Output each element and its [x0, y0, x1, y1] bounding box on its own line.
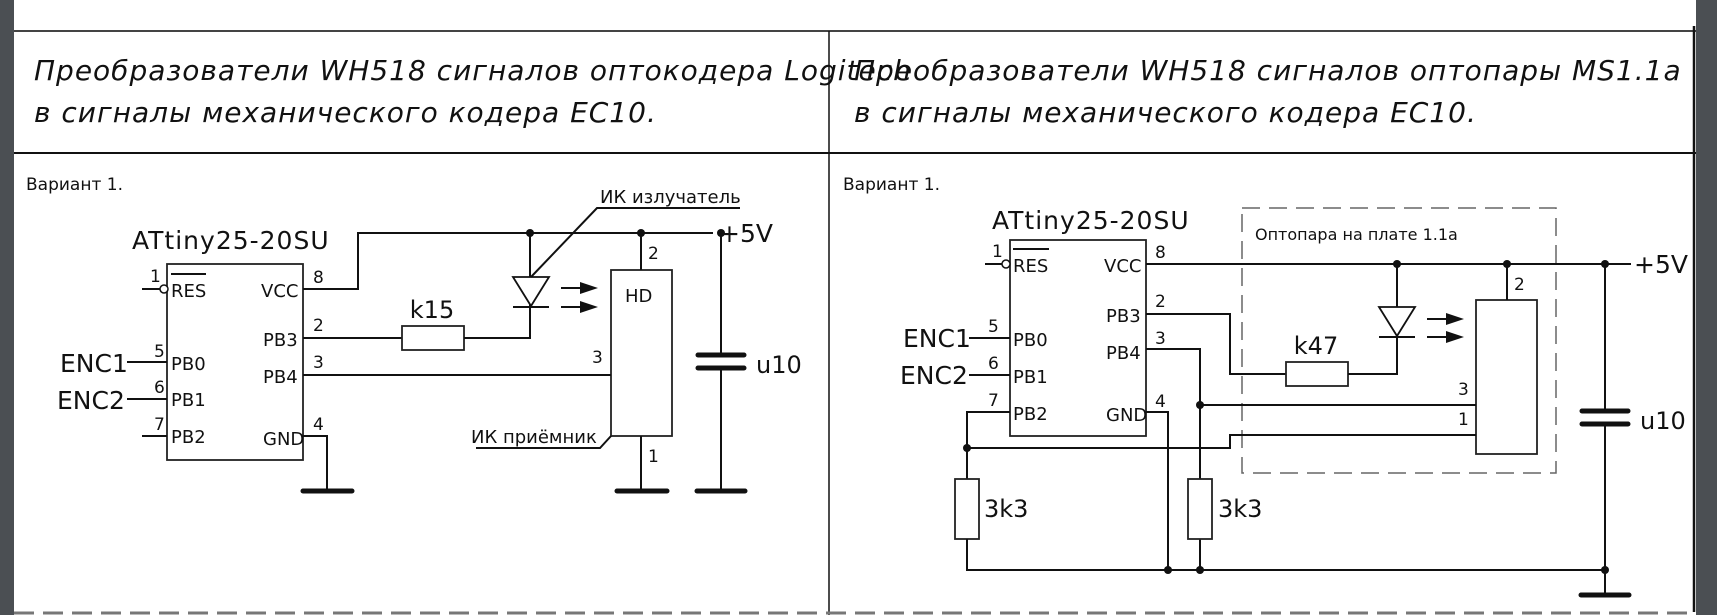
pin-label-vcc: VCC — [261, 281, 298, 302]
pin-number: 3 — [592, 348, 603, 368]
resistor-k47 — [1285, 361, 1349, 387]
pin-number: 3 — [1458, 380, 1469, 400]
pin-number: 4 — [1155, 392, 1166, 412]
pin-number: 4 — [313, 415, 324, 435]
pin-number: 6 — [988, 354, 999, 374]
optocoupler-board-outline — [1241, 207, 1557, 474]
pin-number: 6 — [154, 378, 165, 398]
pin-label-pb1: PB1 — [171, 390, 206, 411]
left-title-line1: Преобразователи WH518 сигналов оптокодер… — [34, 54, 912, 87]
resistor-value: 3k3 — [1218, 495, 1262, 523]
pin-number: 1 — [150, 267, 161, 287]
pin-number: 1 — [992, 242, 1003, 262]
capacitor-value: u10 — [1640, 407, 1686, 435]
pin-label-gnd: GND — [1106, 405, 1147, 426]
resistor-value: k47 — [1294, 332, 1338, 360]
signal-enc2: ENC2 — [900, 361, 968, 390]
left-chip-name: ATtiny25-20SU — [132, 226, 330, 255]
pin-label-pb0: PB0 — [171, 354, 206, 375]
resistor-value: k15 — [410, 296, 454, 324]
pin-label-pb4: PB4 — [1106, 343, 1141, 364]
pin-number: 8 — [1155, 243, 1166, 263]
pin-number: 3 — [313, 353, 324, 373]
pin-number: 2 — [313, 316, 324, 336]
right-chip-name: ATtiny25-20SU — [992, 206, 1190, 235]
left-mcu-chip — [166, 263, 304, 461]
left-schematic: Вариант 1. ATtiny25-20SU RES 1 PB0 5 PB1… — [26, 175, 802, 494]
right-supply-label: +5V — [1634, 250, 1688, 279]
pin-label-pb2: PB2 — [1013, 404, 1048, 425]
pin-label-pb2: PB2 — [171, 427, 206, 448]
pin-label-pb3: PB3 — [1106, 306, 1141, 327]
right-title-line2: в сигналы механического кодера EC10. — [854, 96, 1477, 129]
pin-label-gnd: GND — [263, 429, 304, 450]
pin-number: 7 — [154, 415, 165, 435]
pin-label-pb0: PB0 — [1013, 330, 1048, 351]
optocoupler-led — [1377, 306, 1417, 338]
pin-label-pb1: PB1 — [1013, 367, 1048, 388]
pin-label-vcc: VCC — [1104, 256, 1141, 277]
pin-label-res: RES — [171, 281, 206, 302]
receiver-label: HD — [625, 286, 652, 307]
signal-enc1: ENC1 — [60, 349, 128, 378]
pin-number: 5 — [154, 342, 165, 362]
pin-number: 5 — [988, 317, 999, 337]
ir-receiver — [610, 269, 673, 437]
resistor-value: 3k3 — [984, 495, 1028, 523]
pin-label-res: RES — [1013, 256, 1048, 277]
ir-receiver-note: ИК приёмник — [471, 427, 597, 448]
right-schematic: Вариант 1. ATtiny25-20SU RES 1 PB0 5 PB1… — [843, 175, 1688, 598]
pin-label-pb4: PB4 — [263, 367, 298, 388]
signal-enc2: ENC2 — [57, 386, 125, 415]
left-supply-label: +5V — [719, 219, 773, 248]
left-variant-label: Вариант 1. — [26, 175, 123, 195]
schematic-drawing: Преобразователи WH518 сигналов оптокодер… — [14, 26, 1696, 615]
drawing-sheet: Преобразователи WH518 сигналов оптокодер… — [14, 0, 1696, 615]
left-title-line2: в сигналы механического кодера EC10. — [34, 96, 657, 129]
pin-label-pb3: PB3 — [263, 330, 298, 351]
optocoupler-note: Оптопара на плате 1.1a — [1255, 225, 1458, 244]
pin-number: 8 — [313, 268, 324, 288]
pin-number: 3 — [1155, 329, 1166, 349]
capacitor-value: u10 — [756, 351, 802, 379]
pin-number: 2 — [648, 244, 659, 264]
pin-number: 2 — [1514, 275, 1525, 295]
pin-number: 1 — [1458, 410, 1469, 430]
pin-number: 2 — [1155, 292, 1166, 312]
right-title-line1: Преобразователи WH518 сигналов оптопары … — [854, 54, 1682, 87]
pin-number: 1 — [648, 447, 659, 467]
resistor-k15 — [401, 325, 465, 351]
ir-led — [511, 276, 551, 308]
ir-emitter-note: ИК излучатель — [600, 187, 741, 208]
optocoupler-receiver — [1475, 299, 1538, 455]
table-frame — [14, 26, 1696, 615]
right-variant-label: Вариант 1. — [843, 175, 940, 195]
pin-number: 7 — [988, 391, 999, 411]
signal-enc1: ENC1 — [903, 324, 971, 353]
